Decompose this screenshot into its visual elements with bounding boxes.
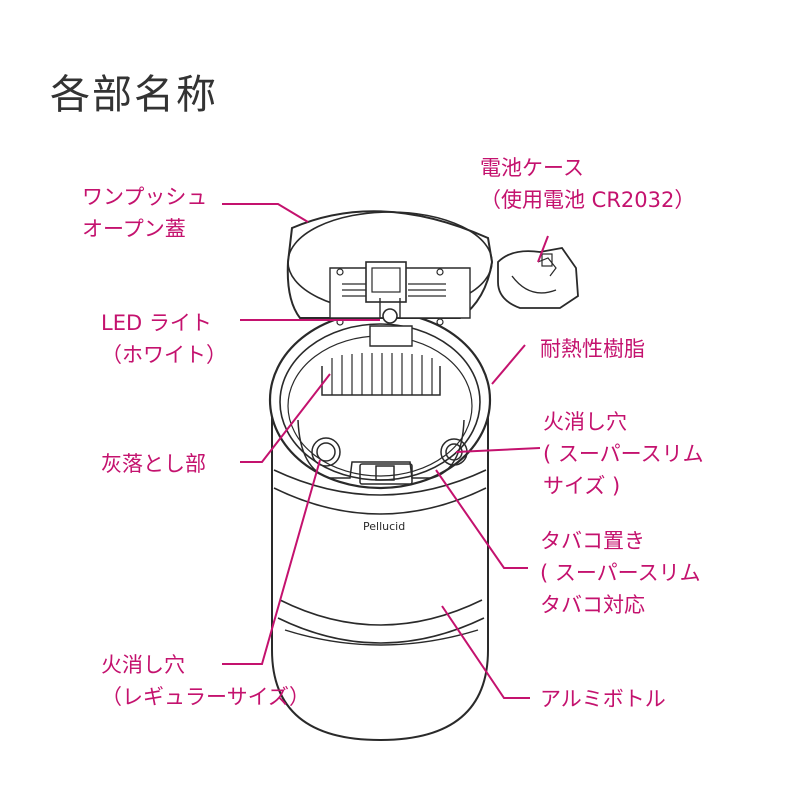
label-cig-rest: タバコ置き ( スーパースリム タバコ対応 — [540, 525, 701, 621]
label-lid: ワンプッシュ オープン蓋 — [82, 181, 207, 245]
label-bottle-line1: アルミボトル — [540, 687, 666, 711]
battery-case — [497, 247, 579, 309]
label-lid-line2: オープン蓋 — [82, 217, 186, 241]
brand-logo: Pellucid — [363, 520, 405, 533]
label-resin-line1: 耐熱性樹脂 — [540, 337, 645, 361]
label-battery-case-line1: 電池ケース — [480, 156, 584, 180]
label-bottle: アルミボトル — [540, 683, 666, 715]
label-battery-case-line2: （使用電池 CR2032） — [480, 188, 696, 212]
label-ash-drop-line1: 灰落とし部 — [101, 452, 206, 476]
label-lid-line1: ワンプッシュ — [82, 185, 208, 209]
label-cig-rest-line3: タバコ対応 — [540, 593, 645, 617]
label-fire-hole-slim-line1: 火消し穴 — [543, 410, 627, 434]
label-resin: 耐熱性樹脂 — [540, 333, 645, 365]
label-led: LED ライト （ホワイト） — [101, 307, 227, 371]
leader-lines — [222, 203, 549, 699]
led-light — [382, 308, 398, 324]
one-push-lid — [286, 210, 494, 347]
page-title: 各部名称 — [50, 72, 218, 118]
label-fire-hole-regular-line2: （レギュラーサイズ） — [101, 685, 310, 709]
label-led-line2: （ホワイト） — [101, 343, 227, 367]
label-fire-hole-regular-line1: 火消し穴 — [101, 653, 185, 677]
label-fire-hole-slim-line2: ( スーパースリム — [543, 442, 704, 466]
label-ash-drop: 灰落とし部 — [101, 448, 206, 480]
label-led-line1: LED ライト — [101, 311, 212, 335]
ash-tray-insert — [297, 353, 468, 485]
label-cig-rest-line1: タバコ置き — [540, 529, 645, 553]
label-battery-case: 電池ケース （使用電池 CR2032） — [480, 152, 695, 216]
label-fire-hole-slim-line3: サイズ ) — [543, 474, 621, 498]
label-fire-hole-regular: 火消し穴 （レギュラーサイズ） — [101, 649, 310, 713]
regular-fire-hole — [311, 437, 341, 467]
label-fire-hole-slim: 火消し穴 ( スーパースリム サイズ ) — [543, 406, 704, 502]
label-cig-rest-line2: ( スーパースリム — [540, 561, 701, 585]
aluminum-bottle — [268, 310, 492, 742]
